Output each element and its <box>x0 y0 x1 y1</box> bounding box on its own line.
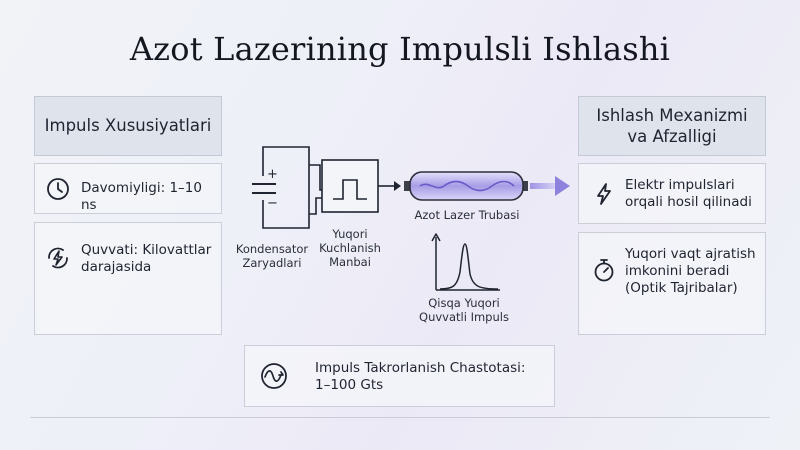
page-title: Azot Lazerining Impulsli Ishlashi <box>129 30 671 68</box>
hv-to-tube-arrow <box>378 181 401 191</box>
left-panel-header: Impuls Xususiyatlari <box>34 96 222 156</box>
capacitor-plus-sign: + <box>267 167 278 182</box>
duration-text: Davomiyligi: 1–10 ns <box>81 180 202 213</box>
pulse-plot <box>431 233 500 291</box>
repetition-rate-card: Impuls Takrorlanish Chastotasi: 1–100 Gt… <box>244 345 555 407</box>
laser-tube-label: Azot Lazer Trubasi <box>414 208 520 222</box>
electric-pulse-text: Elektr impulslari orqali hosil qilinadi <box>625 177 752 210</box>
pulse-label: Qisqa Yuqori Quvvatli Impuls <box>419 296 509 324</box>
capacitor-circuit <box>252 146 310 229</box>
lightning-icon <box>597 183 611 205</box>
high-voltage-source <box>321 159 379 213</box>
laser-tube <box>404 171 528 201</box>
laser-beam-arrow <box>530 176 570 196</box>
time-resolution-card: Yuqori vaqt ajratish imkonini beradi (Op… <box>578 232 766 335</box>
stopwatch-icon <box>594 259 614 282</box>
right-panel-header: Ishlash Mexanizmi va Afzalligi <box>578 96 766 156</box>
clock-icon <box>47 178 69 200</box>
repetition-rate-text: Impuls Takrorlanish Chastotasi: 1–100 Gt… <box>315 360 526 393</box>
electric-pulse-card: Elektr impulslari orqali hosil qilinadi <box>578 163 766 224</box>
time-resolution-text: Yuqori vaqt ajratish imkonini beradi (Op… <box>625 246 756 296</box>
circuit-wires <box>309 164 322 215</box>
capacitor-minus-sign: − <box>267 196 278 211</box>
wave-icon <box>261 363 287 389</box>
lightning-circle-icon <box>48 247 68 269</box>
capacitor-label: Kondensator Zaryadlari <box>235 242 309 270</box>
right-panel-header-text: Ishlash Mexanizmi va Afzalligi <box>596 105 748 146</box>
power-card: Quvvati: Kilovattlar darajasida <box>34 222 222 335</box>
hv-source-label: Yuqori Kuchlanish Manbai <box>319 227 381 269</box>
power-text: Quvvati: Kilovattlar darajasida <box>81 242 212 275</box>
duration-card: Davomiyligi: 1–10 ns <box>34 163 222 214</box>
left-panel-header-text: Impuls Xususiyatlari <box>44 116 212 136</box>
bottom-divider <box>30 417 770 418</box>
